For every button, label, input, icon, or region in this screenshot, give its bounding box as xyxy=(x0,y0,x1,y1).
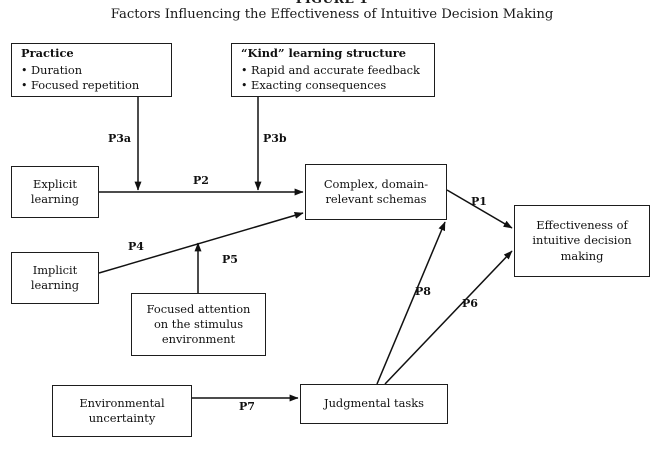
node-effectiveness-line-2: intuitive decision xyxy=(532,233,632,248)
node-implicit-line-2: learning xyxy=(30,278,80,292)
node-focused-attention[interactable]: Focused attention on the stimulus enviro… xyxy=(131,293,266,356)
node-implicit-line-1: Implicit xyxy=(32,262,78,277)
node-effectiveness[interactable]: Effectiveness of intuitive decision maki… xyxy=(514,205,650,277)
node-environmental-line-1: Environmental xyxy=(79,395,165,410)
node-judgmental-tasks[interactable]: Judgmental tasks xyxy=(300,384,448,424)
node-kind-learning-structure[interactable]: “Kind” learning structure Rapid and accu… xyxy=(231,43,435,97)
node-practice-bullet-2: Focused repetition xyxy=(21,78,139,94)
figure-number: FIGURE 1 xyxy=(0,0,664,6)
edge-P1-line xyxy=(446,189,513,229)
node-schemas-line-2: relevant schemas xyxy=(325,192,427,206)
node-practice-bullet-1: Duration xyxy=(21,63,82,79)
edge-label-P3b: P3b xyxy=(263,132,287,145)
edge-label-P2: P2 xyxy=(193,174,209,187)
node-schemas[interactable]: Complex, domain- relevant schemas xyxy=(305,164,447,220)
edge-label-P5: P5 xyxy=(222,253,238,266)
node-judgmental-line-1: Judgmental tasks xyxy=(324,396,424,411)
edge-label-P6: P6 xyxy=(462,297,478,310)
edge-label-P1: P1 xyxy=(471,195,487,208)
node-environmental-line-2: uncertainty xyxy=(88,411,156,425)
node-kind-bullet-1: Rapid and accurate feedback xyxy=(241,63,420,79)
edge-label-P4: P4 xyxy=(128,240,144,253)
node-focused-line-2: on the stimulus xyxy=(153,316,244,331)
node-explicit-learning[interactable]: Explicit learning xyxy=(11,166,99,218)
node-schemas-line-1: Complex, domain- xyxy=(323,176,429,191)
edge-P6-line xyxy=(384,250,513,385)
node-practice-heading: Practice xyxy=(21,46,74,61)
node-kind-bullet-2: Exacting consequences xyxy=(241,78,386,94)
node-focused-line-3: environment xyxy=(161,332,236,347)
node-explicit-line-1: Explicit xyxy=(33,176,77,191)
node-focused-line-1: Focused attention xyxy=(146,301,251,316)
node-effectiveness-line-1: Effectiveness of xyxy=(536,218,628,233)
node-implicit-learning[interactable]: Implicit learning xyxy=(11,252,99,304)
node-environmental-uncertainty[interactable]: Environmental uncertainty xyxy=(52,385,192,437)
edge-label-P3a: P3a xyxy=(108,132,132,145)
edge-label-P7: P7 xyxy=(239,400,255,413)
edge-label-P8: P8 xyxy=(415,285,431,298)
figure-title: Factors Influencing the Effectiveness of… xyxy=(110,7,554,22)
node-practice[interactable]: Practice Duration Focused repetition xyxy=(11,43,172,97)
node-kind-heading: “Kind” learning structure xyxy=(241,46,407,61)
edge-P8-line xyxy=(376,221,446,385)
node-explicit-line-2: learning xyxy=(30,192,80,206)
node-effectiveness-line-3: making xyxy=(560,248,604,263)
